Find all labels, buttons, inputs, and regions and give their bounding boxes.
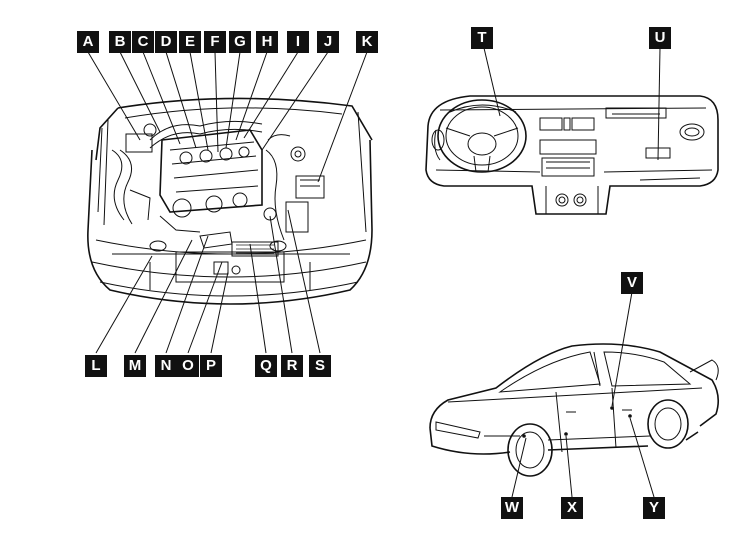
label-b: B: [109, 31, 131, 53]
label-c: C: [132, 31, 154, 53]
label-p: P: [200, 355, 222, 377]
label-u: U: [649, 27, 671, 49]
label-g: G: [229, 31, 251, 53]
engine-leader-lines: [87, 51, 368, 354]
label-r: R: [281, 355, 303, 377]
label-e: E: [179, 31, 201, 53]
label-m: M: [124, 355, 146, 377]
label-l: L: [85, 355, 107, 377]
label-x: X: [561, 497, 583, 519]
label-t: T: [471, 27, 493, 49]
engine-compartment-drawing: [87, 97, 373, 305]
label-w: W: [501, 497, 523, 519]
label-d: D: [155, 31, 177, 53]
label-j: J: [317, 31, 339, 53]
dashboard-drawing: [425, 47, 719, 215]
label-a: A: [77, 31, 99, 53]
label-y: Y: [643, 497, 665, 519]
label-n: N: [155, 355, 177, 377]
label-k: K: [356, 31, 378, 53]
label-h: H: [256, 31, 278, 53]
label-o: O: [177, 355, 199, 377]
label-v: V: [621, 272, 643, 294]
label-i: I: [287, 31, 309, 53]
label-f: F: [204, 31, 226, 53]
label-q: Q: [255, 355, 277, 377]
label-s: S: [309, 355, 331, 377]
car-side-drawing: [429, 291, 720, 498]
